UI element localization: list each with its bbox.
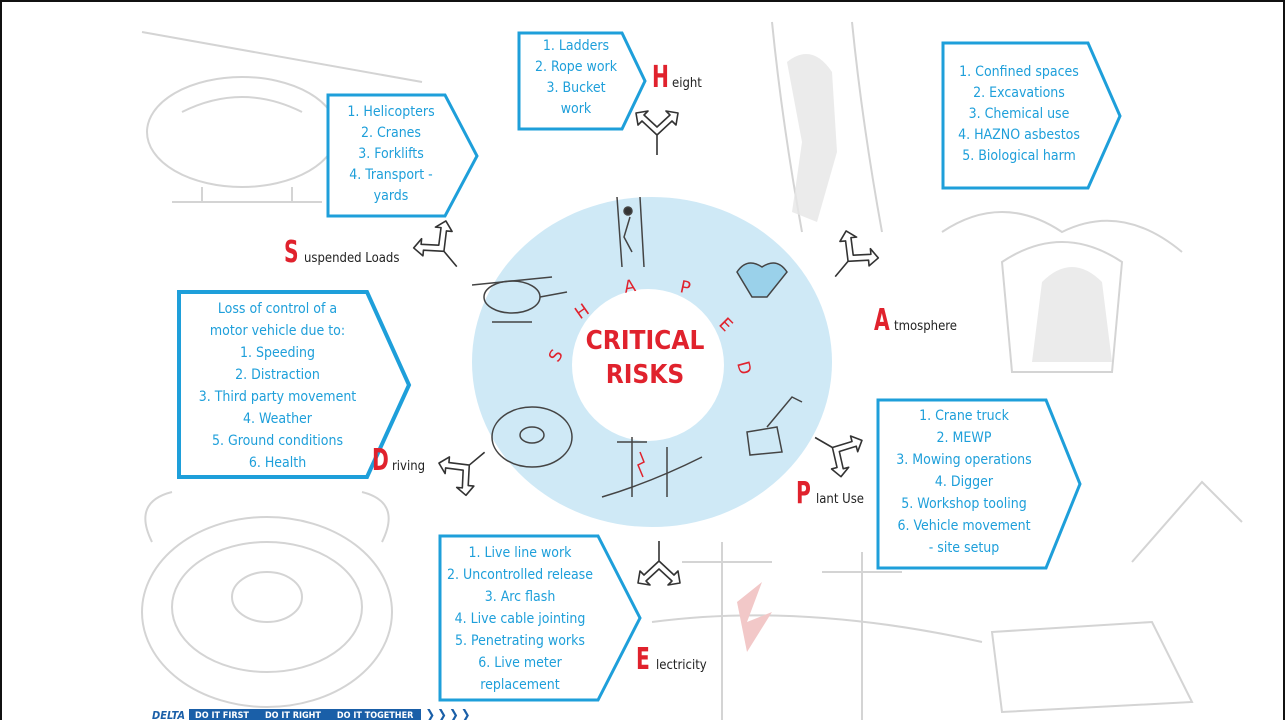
suspended-item: 1. Helicopters bbox=[331, 102, 451, 123]
electricity-item: 3. Arc flash bbox=[440, 586, 600, 608]
suspended-loads-risk-box: 1. Helicopters 2. Cranes 3. Forklifts 4.… bbox=[327, 94, 479, 218]
atmosphere-item: 4. HAZNO asbestos bbox=[946, 125, 1092, 146]
electricity-risk-box: 1. Live line work 2. Uncontrolled releas… bbox=[438, 534, 642, 702]
slogan-item: DO IT FIRST bbox=[195, 711, 249, 720]
brand-footer: DELTA DO IT FIRST DO IT RIGHT DO IT TOGE… bbox=[148, 709, 473, 720]
split-arrow-icon-height bbox=[632, 107, 682, 157]
height-item: 3. Bucket bbox=[526, 78, 626, 99]
driving-item: 3. Third party movement bbox=[183, 386, 372, 408]
height-initial: H bbox=[652, 64, 667, 92]
plant-initial: P bbox=[796, 480, 811, 508]
slogan-item: DO IT TOGETHER bbox=[337, 711, 413, 720]
driving-item: 4. Weather bbox=[183, 408, 372, 430]
plant-item: 2. MEWP bbox=[880, 427, 1048, 449]
atmosphere-item: 1. Confined spaces bbox=[946, 62, 1092, 83]
electricity-item: 2. Uncontrolled release bbox=[440, 564, 600, 586]
suspended-item: 4. Transport - bbox=[331, 165, 451, 186]
electricity-item: 6. Live meter bbox=[440, 652, 600, 674]
driving-item: 1. Speeding bbox=[183, 342, 372, 364]
plant-item: - site setup bbox=[880, 537, 1048, 559]
height-risk-box: 1. Ladders 2. Rope work 3. Bucket work bbox=[518, 32, 646, 130]
center-title: CRITICAL RISKS bbox=[580, 324, 710, 392]
driving-label-rest: riving bbox=[392, 459, 425, 475]
electricity-item: 1. Live line work bbox=[440, 542, 600, 564]
center-title-line1: CRITICAL bbox=[580, 324, 710, 358]
driving-initial: D bbox=[372, 447, 387, 475]
driving-item: 6. Health bbox=[183, 452, 372, 474]
atmosphere-item: 5. Biological harm bbox=[946, 146, 1092, 167]
split-arrow-icon-electricity bbox=[634, 539, 684, 589]
slogan-bar: DO IT FIRST DO IT RIGHT DO IT TOGETHER bbox=[189, 709, 421, 720]
suspended-item: 2. Cranes bbox=[331, 123, 451, 144]
atmosphere-item: 3. Chemical use bbox=[946, 104, 1092, 125]
driving-item: motor vehicle due to: bbox=[183, 320, 372, 342]
electricity-item: 5. Penetrating works bbox=[440, 630, 600, 652]
height-item: 1. Ladders bbox=[526, 36, 626, 57]
height-label-rest: eight bbox=[672, 76, 702, 92]
driving-item: 2. Distraction bbox=[183, 364, 372, 386]
electricity-item: 4. Live cable jointing bbox=[440, 608, 600, 630]
plant-item: 3. Mowing operations bbox=[880, 449, 1048, 471]
height-item: work bbox=[526, 99, 626, 120]
plant-use-risk-box: 1. Crane truck 2. MEWP 3. Mowing operati… bbox=[876, 398, 1082, 570]
chevrons-icon: ❯❯❯❯ bbox=[425, 708, 472, 720]
suspended-initial: S bbox=[284, 239, 299, 267]
plant-item: 6. Vehicle movement bbox=[880, 515, 1048, 537]
brand-logo: DELTA bbox=[148, 709, 189, 720]
plant-item: 1. Crane truck bbox=[880, 405, 1048, 427]
suspended-label-rest: uspended Loads bbox=[304, 251, 399, 267]
driving-item: 5. Ground conditions bbox=[183, 430, 372, 452]
plant-item: 5. Workshop tooling bbox=[880, 493, 1048, 515]
atmosphere-item: 2. Excavations bbox=[946, 83, 1092, 104]
height-item: 2. Rope work bbox=[526, 57, 626, 78]
steering-wheel-sketch bbox=[142, 492, 392, 707]
suspended-item: 3. Forklifts bbox=[331, 144, 451, 165]
electricity-label-rest: lectricity bbox=[656, 658, 707, 674]
electricity-item: replacement bbox=[440, 674, 600, 696]
atmosphere-risk-box: 1. Confined spaces 2. Excavations 3. Che… bbox=[942, 42, 1122, 190]
electricity-initial: E bbox=[636, 646, 651, 674]
plant-label-rest: lant Use bbox=[816, 492, 864, 508]
plant-item: 4. Digger bbox=[880, 471, 1048, 493]
atmosphere-label-rest: tmosphere bbox=[894, 319, 957, 335]
suspended-item: yards bbox=[331, 186, 451, 207]
center-title-line2: RISKS bbox=[580, 358, 710, 392]
atmosphere-initial: A bbox=[874, 307, 889, 335]
slogan-item: DO IT RIGHT bbox=[265, 711, 321, 720]
driving-item: Loss of control of a bbox=[183, 298, 372, 320]
